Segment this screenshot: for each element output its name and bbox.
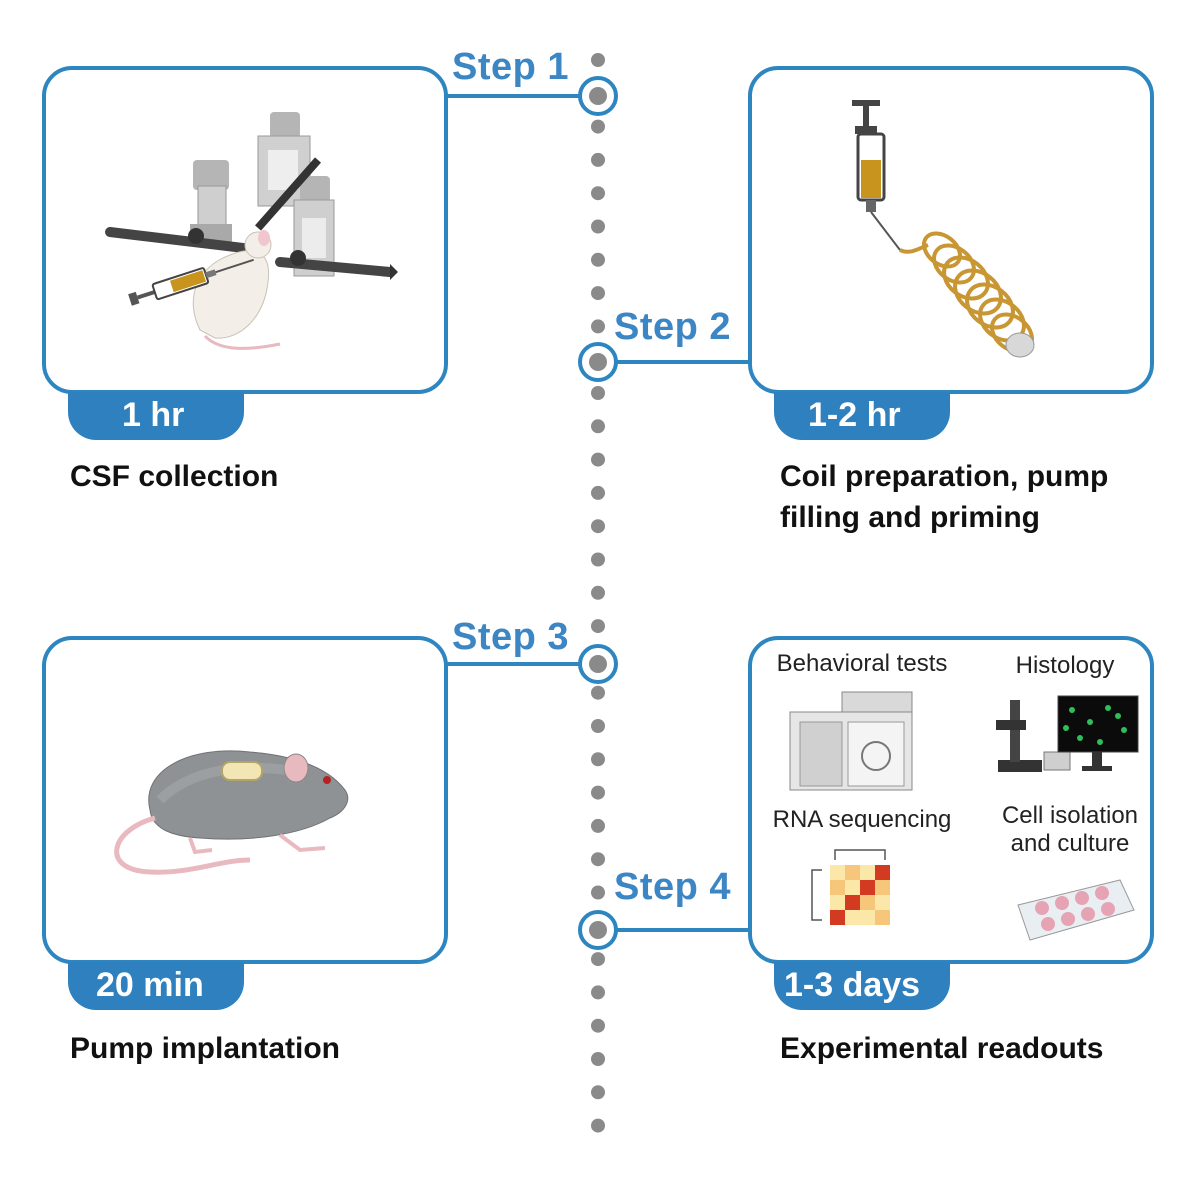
timeline-dot: [591, 852, 605, 867]
timeline-dot: [591, 452, 605, 467]
step-3-label: Step 3: [452, 616, 570, 658]
timeline-dot: [591, 1118, 605, 1133]
mouse-with-pump-icon: [114, 750, 349, 875]
caption-step-3: Pump implantation: [70, 1032, 340, 1065]
caption-step-2-line-1: Coil preparation, pump: [780, 460, 1109, 493]
timeline-dot: [591, 53, 605, 67]
microscope-icon: [996, 700, 1071, 772]
behavior-chamber-icon: [789, 691, 913, 791]
timeline-dot: [591, 785, 605, 800]
timeline-dot: [591, 519, 605, 534]
timeline-dot: [591, 552, 605, 567]
timeline-dot: [591, 219, 605, 234]
timeline-dot: [591, 1085, 605, 1100]
timeline-dot: [591, 485, 605, 500]
timeline-dot: [591, 1018, 605, 1033]
pump-cap-icon: [1005, 332, 1035, 358]
timeline-dot: [591, 585, 605, 600]
stereotaxic-frame-icon: [105, 112, 398, 280]
timeline-dot: [591, 252, 605, 267]
timeline-dot: [591, 419, 605, 434]
step-4-label: Step 4: [614, 866, 732, 908]
timeline-dot: [591, 719, 605, 733]
timeline-dot: [591, 685, 605, 700]
duration-badge-step-3: 20 min: [68, 962, 244, 1010]
panel-step-2: [748, 66, 1154, 394]
timeline-dot: [591, 985, 605, 1000]
caption-step-2-line-2: filling and priming: [780, 501, 1040, 534]
heatmap-icon: [811, 849, 890, 925]
readout-cell-label-line-2: and culture: [1010, 830, 1130, 857]
timeline-dot: [591, 152, 605, 167]
timeline-dot: [591, 885, 605, 900]
timeline-dot: [591, 319, 605, 334]
caption-step-1: CSF collection: [70, 460, 279, 493]
readout-rna-label: RNA sequencing: [772, 806, 952, 833]
timeline-dot: [591, 1052, 605, 1066]
timeline-dot: [591, 952, 605, 967]
readout-behavioral-label: Behavioral tests: [776, 650, 948, 677]
duration-badge-step-1: 1 hr: [68, 392, 244, 440]
timeline-dot: [591, 186, 605, 201]
coil-icon: [899, 231, 1034, 354]
duration-badge-step-2: 1-2 hr: [774, 392, 950, 440]
timeline-dot: [591, 386, 605, 400]
step-2-label: Step 2: [614, 306, 732, 348]
timeline-dot: [591, 752, 605, 767]
readout-histology-label: Histology: [1015, 652, 1115, 679]
monitor-icon: [1057, 695, 1139, 771]
readout-cell-label-line-1: Cell isolation: [1001, 802, 1139, 829]
duration-badge-step-4: 1-3 days: [774, 962, 950, 1010]
timeline-dot: [591, 286, 605, 301]
timeline-dot: [591, 619, 605, 634]
syringe-icon: [128, 258, 254, 306]
caption-step-4: Experimental readouts: [780, 1032, 1104, 1065]
timeline-dot: [591, 119, 605, 134]
filled-syringe-icon: [852, 100, 901, 251]
timeline-dot: [591, 818, 605, 833]
timeline-dots: [591, 53, 605, 1133]
culture-plate-icon: [1017, 879, 1135, 941]
step-1-label: Step 1: [452, 46, 570, 88]
